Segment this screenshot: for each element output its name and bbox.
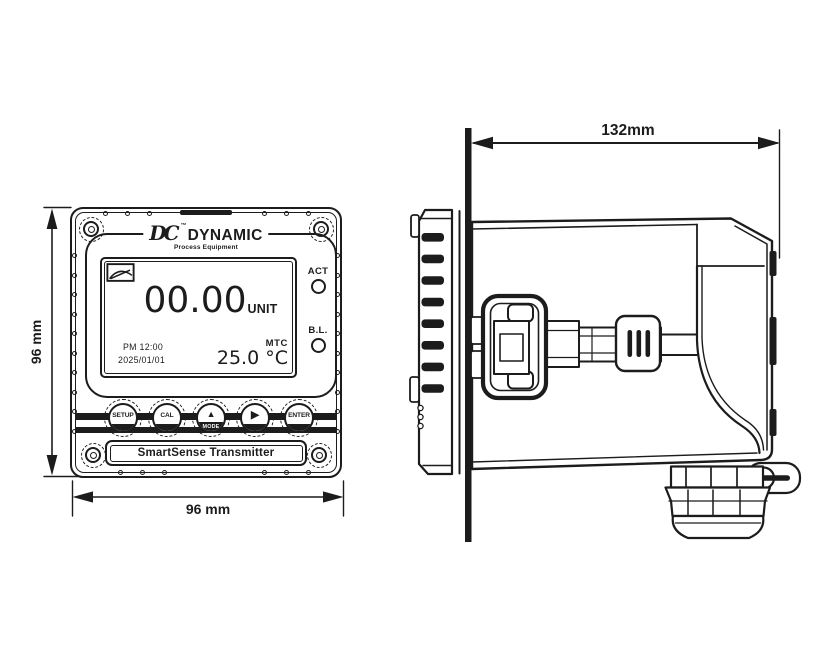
act-led (310, 279, 326, 294)
trademark-symbol: ™ (180, 223, 187, 229)
lcd-display: 00.00 UNIT PM 12:00 2025/01/01 MTC 25.0 … (100, 257, 297, 378)
dim-width-label: 96 mm (183, 501, 233, 517)
logo-dc-mark: DC (149, 221, 179, 245)
act-led-label: ACT (307, 266, 329, 277)
case-top-slot (180, 209, 232, 215)
right-arrow-button: ▶ (236, 399, 274, 437)
up-arrow-icon: ▲ (206, 408, 216, 419)
bl-led-label: B.L. (308, 325, 328, 336)
unit-label: UNIT (247, 301, 278, 316)
main-reading: 00.00 UNIT (128, 283, 293, 319)
temperature-block: MTC 25.0 °C (216, 337, 288, 369)
temp-mode-label: MTC (265, 337, 288, 349)
cable-gland (664, 461, 802, 540)
corner-screw (306, 442, 332, 468)
setup-button: SETUP (104, 399, 142, 437)
dimension-lines (43, 129, 781, 517)
setup-button-label: SETUP (112, 411, 134, 419)
datetime-block: PM 12:00 2025/01/01 (118, 341, 165, 367)
ratchet-teeth (421, 233, 444, 393)
right-arrow-icon: ▶ (251, 408, 259, 421)
cal-button-label: CAL (160, 411, 174, 419)
nameplate: SmartSense Transmitter (105, 440, 307, 466)
bl-led-group: B.L. (298, 325, 338, 353)
dim-depth-label: 132mm (599, 122, 657, 140)
act-led-group: ACT (298, 266, 338, 294)
enter-button: ENTER (280, 399, 318, 437)
analog-gauge-icon (106, 263, 135, 282)
cal-button: CAL (148, 399, 186, 437)
mounting-clamp (470, 293, 698, 401)
front-view: DC ™ DYNAMIC Process Equipment 00.00 UNI… (70, 207, 342, 478)
gasket-dots (262, 210, 311, 216)
enter-button-label: ENTER (288, 411, 310, 419)
panel-line (465, 128, 472, 542)
front-bezel-side (409, 208, 461, 476)
gasket-dots (103, 210, 152, 216)
corner-screw (80, 442, 106, 468)
bl-led (310, 338, 326, 353)
date-text: 2025/01/01 (118, 354, 166, 365)
time-text: PM 12:00 (123, 341, 164, 352)
temperature-text: 25.0 °C (216, 347, 288, 369)
gasket-dots (262, 469, 311, 475)
mode-button: ▲ MODE (192, 399, 230, 437)
nameplate-text: SmartSense Transmitter (137, 447, 275, 459)
logo-subtitle: Process Equipment (173, 243, 239, 251)
mode-button-label: MODE (202, 424, 220, 430)
logo-brand-name: DYNAMIC (187, 226, 263, 244)
gasket-dots (72, 253, 77, 434)
gasket-dots (118, 469, 167, 475)
measurement-value: 00.00 (143, 280, 247, 321)
brand-logo: DC ™ DYNAMIC Process Equipment (143, 221, 269, 251)
dim-height-label: 96 mm (28, 317, 44, 367)
